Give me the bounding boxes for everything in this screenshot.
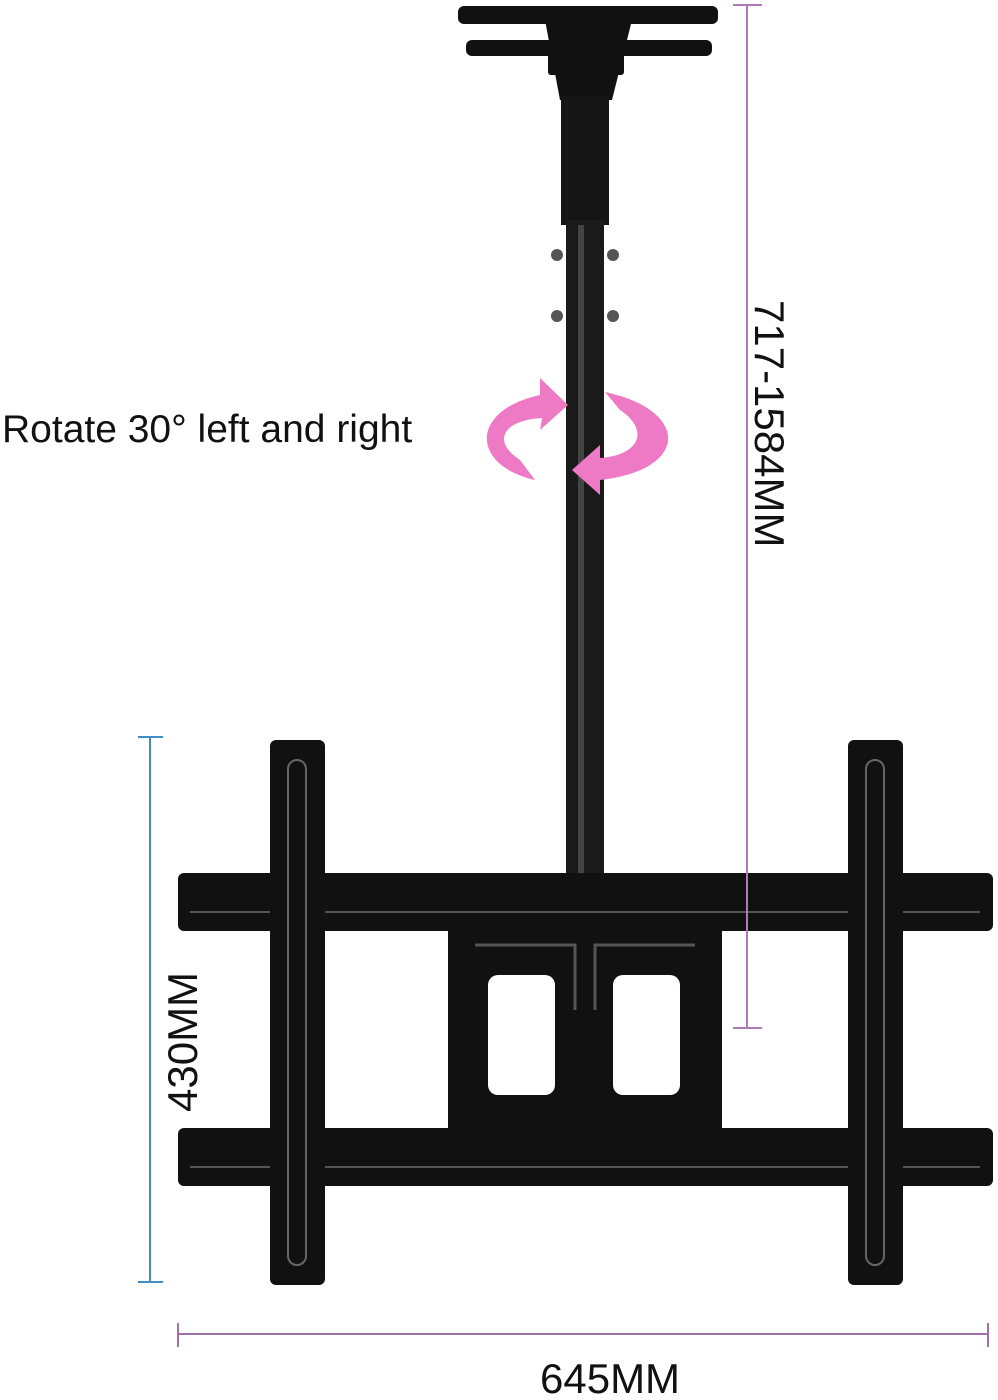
drop-height-label: 717-1584MM [746,300,793,548]
center-plate [448,925,722,1131]
vertical-arms [270,740,903,1285]
dimension-mount-width [177,1323,989,1347]
dimension-drop-height [733,4,762,1029]
mount-width-label: 645MM [540,1355,681,1400]
dimension-mount-height [138,736,163,1283]
rotation-arrow-icon [486,378,669,495]
mount-height-label: 430MM [159,971,206,1112]
horizontal-rails [178,873,993,1186]
ceiling-bracket [458,6,718,100]
rotation-label: Rotate 30° left and right [2,408,413,451]
telescopic-pole [551,95,619,880]
